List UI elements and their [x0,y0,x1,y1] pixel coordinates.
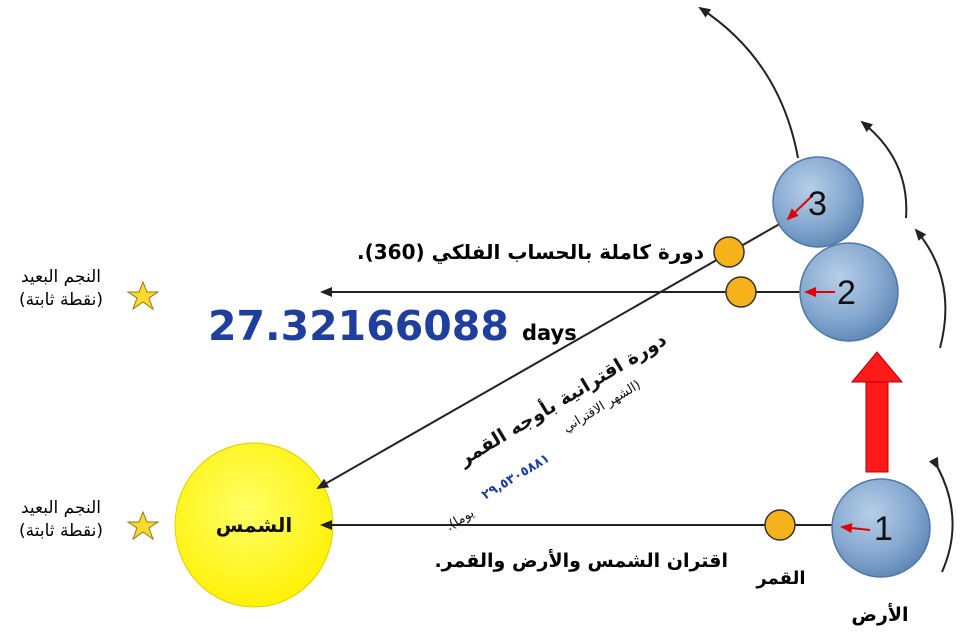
orbit-arrow-earth-2 [914,228,947,349]
synodic-unit: يوما). [443,506,477,535]
star-label-top: النجم البعيد (نقطة ثابتة) [2,266,120,312]
star-icon [126,280,160,311]
earth-position-2 [799,242,899,342]
star-label-top-line1: النجم البعيد [20,267,101,287]
star-label-bottom: النجم البعيد (نقطة ثابتة) [2,497,120,543]
orbit-arrow-earth-1 [928,456,954,573]
moon-position-1 [764,509,796,541]
moon-pointer-1 [840,523,871,534]
earth-motion-arrow [850,351,904,473]
earth-position-1 [831,478,931,578]
star-label-bottom-line1: النجم البعيد [20,498,101,518]
synodic-value: ٢٩,٥٣٠٥٨٨١ [479,451,552,503]
moon-position-3 [713,236,745,268]
star-label-top-line2: (نقطة ثابتة) [19,290,103,310]
sidereal-period: 27.32166088 days [208,302,577,350]
moon-label: القمر [756,568,806,589]
sidereal-period-unit: days [521,321,577,345]
orbit-arrow-long [698,6,799,159]
conjunction-caption: اقتران الشمس والأرض والقمر. [434,550,728,572]
synodic-caption: دورة اقترانية بأوجه القمر (الشهر الاقترا… [443,327,670,535]
sidereal-period-value: 27.32166088 [208,302,509,350]
earth-position-3 [772,156,864,248]
star-icon [126,510,160,541]
star-label-bottom-line2: (نقطة ثابتة) [19,521,103,541]
position-number-2: 2 [837,274,856,312]
sidereal-caption: دورة كاملة بالحساب الفلكي (360). [356,240,704,264]
moon-pointer-3 [786,195,813,221]
position-number-3: 3 [808,185,827,223]
orbit-arrow-earth-3 [860,120,908,219]
position-number-1: 1 [874,510,893,548]
earth-label: الأرض [851,604,909,626]
synodic-line [316,217,791,489]
moon-position-2 [725,276,757,308]
sun-label: الشمس [216,513,292,537]
